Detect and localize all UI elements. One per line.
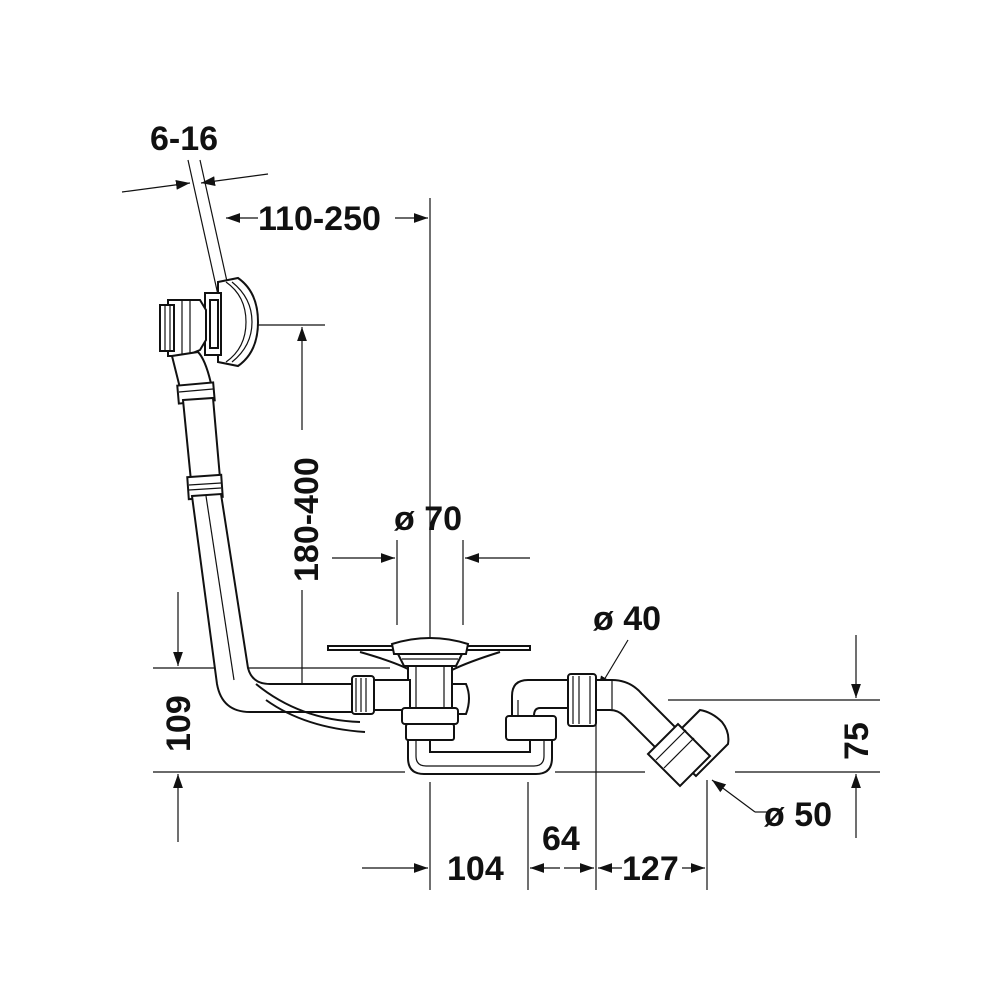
label-trap-height: 109 [160, 695, 198, 752]
label-pipe-diameter: ø 50 [764, 796, 832, 834]
dimension-labels: 6-16 110-250 180-400 ø 70 ø 40 ø 50 109 … [150, 120, 876, 888]
dimension-arrows [121, 173, 861, 873]
label-overflow-height: 180-400 [288, 457, 326, 582]
label-drain-diameter: ø 70 [394, 500, 462, 538]
overflow-tube [181, 396, 366, 733]
label-dist-64: 64 [542, 820, 580, 858]
label-overflow-offset: 110-250 [258, 200, 381, 238]
label-outlet-diameter: ø 40 [593, 600, 661, 638]
label-dist-104: 104 [447, 850, 504, 888]
drain-trap [327, 637, 730, 788]
label-dist-127: 127 [622, 850, 679, 888]
label-outlet-height: 75 [838, 722, 876, 760]
reference-lines [153, 159, 880, 890]
overflow-assembly [159, 276, 260, 405]
label-wall-thickness: 6-16 [150, 120, 218, 158]
